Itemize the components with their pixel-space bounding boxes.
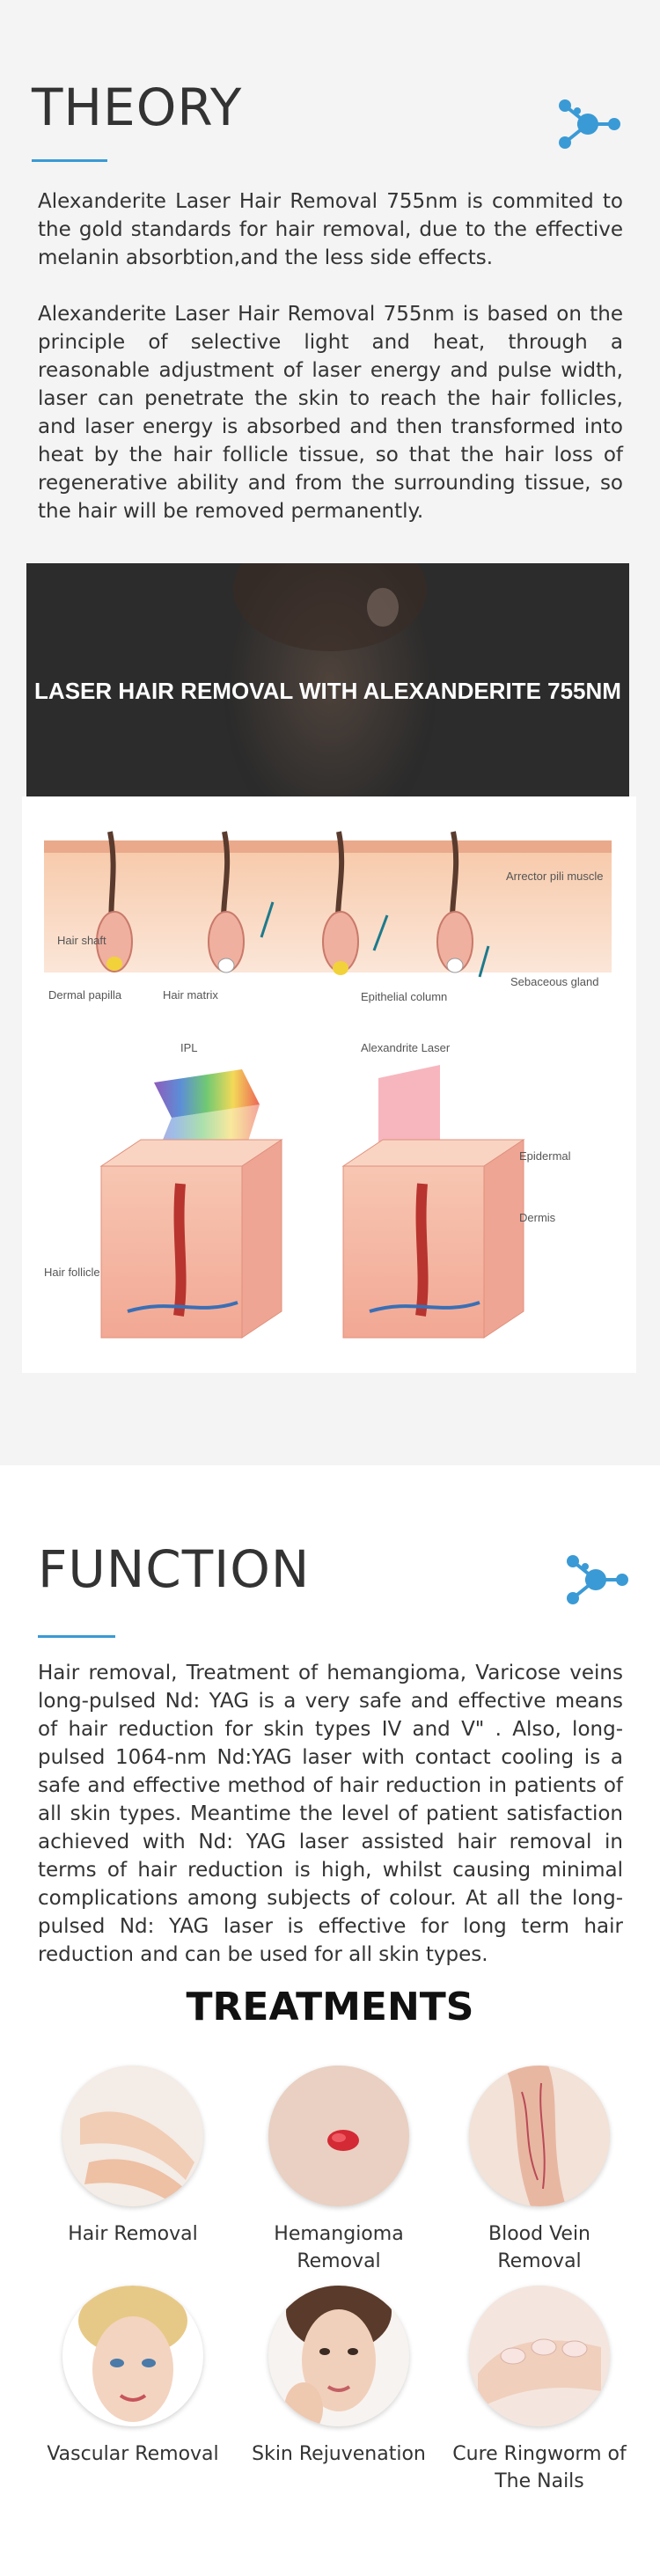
treatment-label: Vascular Removal <box>47 2443 219 2465</box>
label-hair-follicle: Hair follicle <box>44 1266 100 1279</box>
vascular-image <box>62 2286 203 2426</box>
treatment-hair-removal[interactable]: Hair Removal <box>40 2066 225 2248</box>
label-hair-shaft: Hair shaft <box>57 934 106 947</box>
function-heading: FUNCTION <box>38 1539 311 1599</box>
theory-heading: THEORY <box>32 77 243 137</box>
treatment-vascular[interactable]: Vascular Removal <box>40 2286 225 2468</box>
treatment-blood-vein[interactable]: Blood Vein Removal <box>447 2066 632 2275</box>
hair-follicle-diagram: Hair shaft Arrector pili muscle Sebaceou… <box>22 796 636 1373</box>
function-underline <box>38 1635 115 1638</box>
theory-underline <box>32 159 107 162</box>
label-epidermal: Epidermal <box>519 1149 571 1163</box>
label-epithelial: Epithelial column <box>361 990 447 1003</box>
hemangioma-image <box>268 2066 409 2206</box>
label-arrector: Arrector pili muscle <box>506 870 604 883</box>
treatments-title: TREATMENTS <box>186 1985 474 2029</box>
treatment-label: Hair Removal <box>68 2223 198 2245</box>
hero-title: LASER HAIR REMOVAL WITH ALEXANDERITE 755… <box>34 678 621 704</box>
label-dermis: Dermis <box>519 1211 556 1224</box>
treatment-label: Cure Ringworm of The Nails <box>452 2443 627 2492</box>
molecule-icon <box>567 1555 628 1604</box>
treatment-ringworm-nails[interactable]: Cure Ringworm of The Nails <box>447 2286 632 2495</box>
theory-paragraph-1: Alexanderite Laser Hair Removal 755nm is… <box>38 190 623 269</box>
treatment-skin-rejuvenation[interactable]: Skin Rejuvenation <box>246 2286 431 2468</box>
hair-removal-image <box>62 2066 203 2206</box>
label-dermal-papilla: Dermal papilla <box>48 988 122 1002</box>
skin-rejuvenation-image <box>268 2286 409 2426</box>
theory-paragraph-2: Alexanderite Laser Hair Removal 755nm is… <box>38 303 623 523</box>
blood-vein-image <box>469 2066 610 2206</box>
treatment-label: Skin Rejuvenation <box>252 2443 426 2465</box>
ringworm-nails-image <box>469 2286 610 2426</box>
follicle-illustration: Hair shaft Arrector pili muscle Sebaceou… <box>44 831 612 1339</box>
label-alexandrite: Alexandrite Laser <box>361 1041 451 1054</box>
treatment-label: Hemangioma Removal <box>274 2223 404 2272</box>
treatment-hemangioma[interactable]: Hemangioma Removal <box>246 2066 431 2275</box>
label-ipl: IPL <box>180 1041 198 1054</box>
hero-banner: LASER HAIR REMOVAL WITH ALEXANDERITE 755… <box>26 563 629 840</box>
label-sebaceous: Sebaceous gland <box>510 975 598 988</box>
molecule-icon <box>559 99 620 149</box>
function-paragraph: Hair removal, Treatment of hemangioma, V… <box>38 1662 623 1966</box>
model-face-image <box>26 563 629 840</box>
theory-section: THEORY Alexanderite Laser Hair Removal 7… <box>22 77 636 1373</box>
label-hair-matrix: Hair matrix <box>163 988 218 1002</box>
treatment-label: Blood Vein Removal <box>488 2223 590 2272</box>
